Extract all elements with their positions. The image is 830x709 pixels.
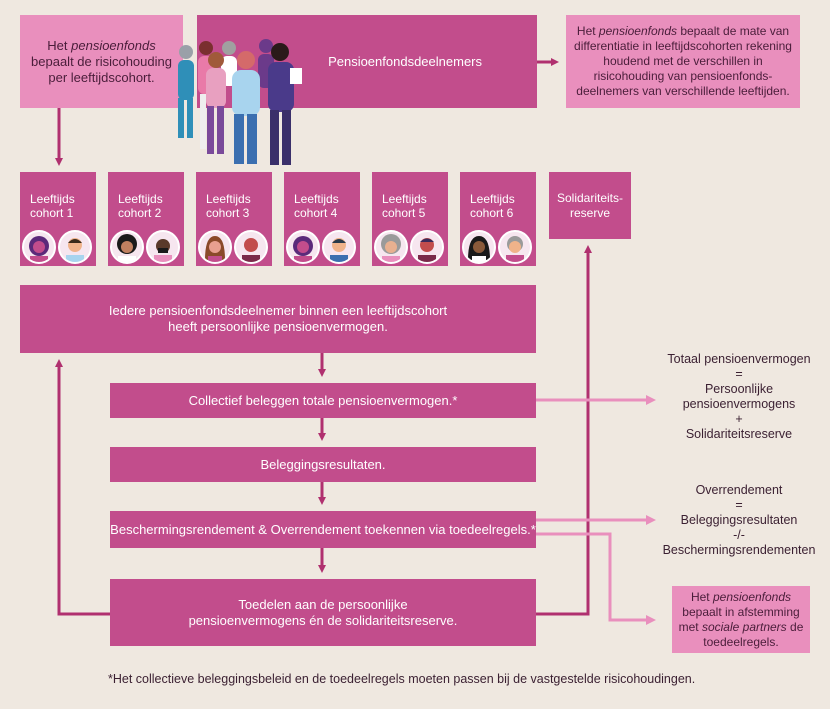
cohort-2: Leeftijds cohort 2 (108, 172, 184, 266)
avatar (462, 230, 496, 264)
cohort-5-label-1: Leeftijds (382, 192, 427, 206)
arrow-to-solidarity (535, 245, 592, 616)
avatar (374, 230, 408, 264)
cohort-3-label-1: Leeftijds (206, 192, 251, 206)
arrow-feedback-loop (55, 359, 110, 616)
overreturn-formula: Overrendement = Beleggingsresultaten -/-… (662, 483, 816, 557)
avatar (498, 230, 532, 264)
solidarity-reserve-box: Solidariteits-reserve (549, 172, 631, 239)
cohort-6-label-2: cohort 6 (470, 206, 514, 220)
cohort-3-label-2: cohort 3 (206, 206, 250, 220)
avatar (198, 230, 232, 264)
arrow-to-social-partners (536, 532, 656, 625)
solidarity-label-2: reserve (569, 205, 610, 220)
cohort-3: Leeftijds cohort 3 (196, 172, 272, 266)
cohort-1-label-2: cohort 1 (30, 206, 74, 220)
step-investment-results: Beleggingsresultaten. (110, 447, 536, 482)
cohort-6-label-1: Leeftijds (470, 192, 515, 206)
cohort-2-label-1: Leeftijds (118, 192, 163, 206)
social-partners-box: Het pensioenfonds bepaalt in afstemming … (672, 586, 810, 653)
solidarity-label-1: Solidariteits- (556, 190, 624, 205)
cohort-2-label-2: cohort 2 (118, 206, 162, 220)
differentiation-box: Het pensioenfonds bepaalt de mate van di… (566, 15, 800, 108)
avatar (234, 230, 268, 264)
footnote: *Het collectieve beleggingsbeleid en de … (108, 672, 696, 686)
participants-label: Pensioenfondsdeelnemers (328, 53, 482, 69)
cohort-1-label-1: Leeftijds (30, 192, 75, 206)
cohort-6: Leeftijds cohort 6 (460, 172, 536, 266)
step-collective-invest: Collectief beleggen totale pensioenvermo… (110, 383, 536, 418)
cohort-4: Leeftijds cohort 4 (284, 172, 360, 266)
avatar (286, 230, 320, 264)
avatar (22, 230, 56, 264)
cohort-5: Leeftijds cohort 5 (372, 172, 448, 266)
total-assets-formula: Totaal pensioenvermogen = Persoonlijke p… (667, 352, 811, 441)
risk-attitude-box: Het pensioenfonds bepaalt de risicohoudi… (20, 15, 183, 108)
avatar (410, 230, 444, 264)
step-allocate-returns: Beschermingsrendement & Overrendement to… (110, 511, 536, 548)
cohort-5-label-2: cohort 5 (382, 206, 426, 220)
avatar (322, 230, 356, 264)
avatar (58, 230, 92, 264)
people-group-illustration (178, 39, 302, 165)
cohort-1: Leeftijds cohort 1 (20, 172, 96, 266)
cohort-4-label-2: cohort 4 (294, 206, 338, 220)
cohort-4-label-1: Leeftijds (294, 192, 339, 206)
avatar (146, 230, 180, 264)
step-personal-assets: Iedere pensioenfondsdeelnemer binnen een… (20, 285, 536, 353)
avatar (110, 230, 144, 264)
